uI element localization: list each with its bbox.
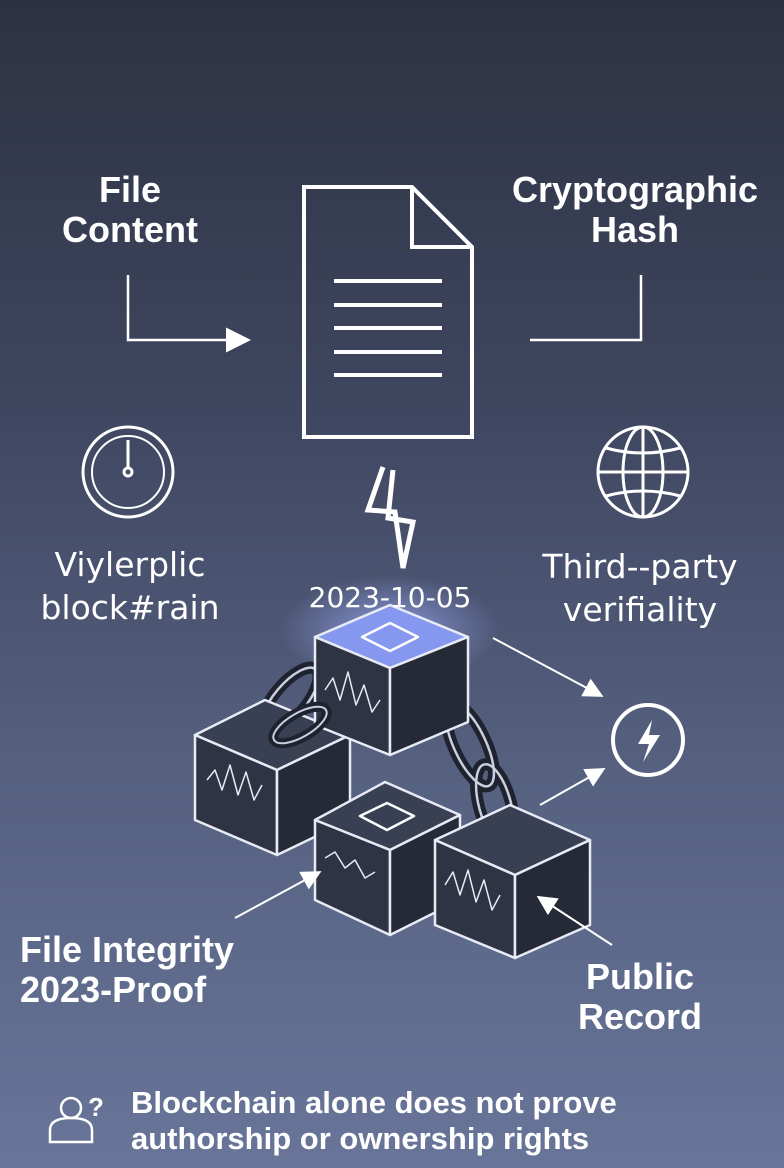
left-caption-line1: Viylerplic — [54, 545, 206, 584]
file-integrity-label: File Integrity 2023-Proof — [20, 929, 270, 1011]
document-icon — [302, 185, 474, 439]
cube-right — [433, 803, 592, 960]
hash-line1: Cryptographic — [511, 169, 759, 210]
public-record-line2: Record — [577, 996, 703, 1038]
file-integrity-line2: 2023-Proof — [20, 969, 207, 1011]
user-question-icon — [48, 1096, 94, 1144]
file-content-line2: Content — [62, 209, 198, 251]
disclaimer: Blockchain alone does not prove authorsh… — [131, 1085, 771, 1158]
left-caption-line2: block#rain — [40, 587, 220, 627]
public-record-line1: Public — [585, 956, 695, 997]
right-caption: Third--party verifiality — [530, 546, 750, 632]
file-content-label: File Content — [40, 169, 220, 251]
cryptographic-hash-label: Cryptographic Hash — [490, 169, 780, 251]
left-caption: Viylerplic block#rain — [20, 544, 240, 630]
flow-arrows — [234, 637, 613, 946]
question-mark: ? — [88, 1092, 104, 1122]
clock-icon — [81, 425, 175, 519]
lightning-circle-icon — [611, 703, 685, 777]
globe-icon — [596, 425, 690, 519]
cube-top-highlighted — [313, 603, 470, 757]
file-integrity-line1: File Integrity — [20, 929, 235, 970]
disclaimer-line2: authorship or ownership rights — [131, 1121, 590, 1157]
hash-line2: Hash — [590, 209, 680, 251]
right-caption-line2: verifiality — [562, 589, 718, 629]
disclaimer-line1: Blockchain alone does not prove — [131, 1085, 617, 1120]
blockchain-cubes — [193, 603, 592, 960]
public-record-label: Public Record — [560, 956, 720, 1038]
file-content-line1: File — [98, 169, 161, 210]
arrow-file-to-document — [126, 275, 251, 353]
right-caption-line1: Third--party — [542, 547, 738, 586]
arrow-hash-connector — [530, 275, 643, 342]
timestamp: 2023-10-05 — [308, 581, 472, 614]
lightning-icon — [364, 466, 417, 569]
